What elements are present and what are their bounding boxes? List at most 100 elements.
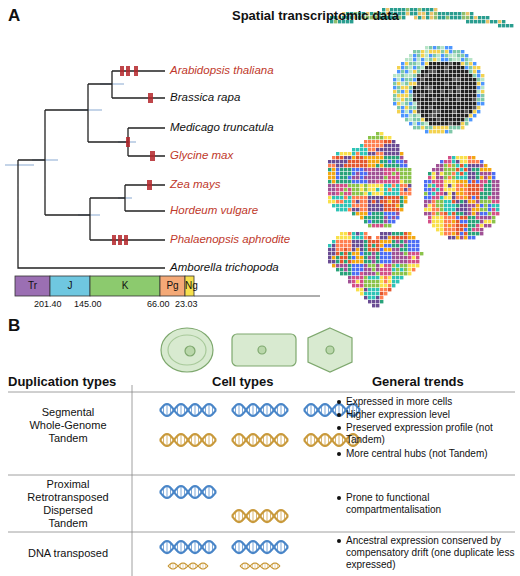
- tissue-spot: [408, 252, 411, 255]
- tissue-spot: [453, 110, 456, 113]
- tissue-spot: [436, 176, 439, 179]
- tissue-spot: [444, 196, 447, 199]
- tissue-spot: [364, 160, 367, 163]
- tissue-spot: [425, 94, 428, 97]
- tissue-spot: [396, 268, 399, 271]
- trend-bullet: Prone to functional compartmentalisation: [337, 492, 516, 516]
- tissue-spot: [340, 184, 343, 187]
- tissue-spot: [448, 224, 451, 227]
- tissue-spot: [484, 180, 487, 183]
- tissue-spot: [384, 224, 387, 227]
- tissue-spot: [441, 62, 444, 65]
- tissue-spot: [396, 176, 399, 179]
- tissue-spot: [452, 184, 455, 187]
- helix-rung: [209, 434, 210, 446]
- tissue-spot: [472, 176, 475, 179]
- tissue-spot: [441, 58, 444, 61]
- tissue-spot: [364, 172, 367, 175]
- tissue-spot: [409, 82, 412, 85]
- helix-strand: [232, 510, 288, 522]
- tissue-spot: [460, 212, 463, 215]
- tissue-spot: [457, 118, 460, 121]
- tissue-spot: [413, 74, 416, 77]
- tissue-spot: [360, 256, 363, 259]
- tissue-spot: [428, 204, 431, 207]
- tissue-spot: [432, 192, 435, 195]
- tissue-spot: [360, 244, 363, 247]
- helix-rung: [193, 563, 194, 569]
- tissue-spot: [421, 102, 424, 105]
- tissue-spot: [393, 86, 396, 89]
- tissue-spot: [464, 236, 467, 239]
- tissue-spot: [372, 152, 375, 155]
- tissue-spot: [433, 62, 436, 65]
- tissue-spot: [472, 200, 475, 203]
- tissue-spot: [460, 176, 463, 179]
- tissue-spot: [444, 216, 447, 219]
- tissue-spot: [360, 156, 363, 159]
- tissue-spot: [449, 118, 452, 121]
- tissue-spot: [461, 82, 464, 85]
- tissue-spot: [433, 50, 436, 53]
- tissue-spot: [464, 164, 467, 167]
- tissue-spot: [364, 204, 367, 207]
- tissue-spot: [448, 212, 451, 215]
- tissue-spot: [405, 62, 408, 65]
- tissue-spot: [340, 160, 343, 163]
- tissue-spot: [340, 180, 343, 183]
- tissue-spot: [445, 114, 448, 117]
- tissue-spot: [449, 94, 452, 97]
- tissue-spot: [446, 16, 449, 19]
- tissue-spot: [352, 192, 355, 195]
- tissue-spot: [469, 94, 472, 97]
- tissue-spot: [376, 208, 379, 211]
- tissue-spot: [344, 252, 347, 255]
- tissue-spot: [360, 204, 363, 207]
- tissue-spot: [388, 280, 391, 283]
- tissue-spot: [340, 240, 343, 243]
- tissue-spot: [380, 236, 383, 239]
- tissue-spot: [460, 188, 463, 191]
- tissue-spot: [492, 200, 495, 203]
- tissue-spot: [452, 236, 455, 239]
- tissue-spot: [372, 184, 375, 187]
- tissue-spot: [400, 240, 403, 243]
- tissue-spot: [388, 264, 391, 267]
- helix-strand: [232, 434, 288, 446]
- tissue-spot: [457, 66, 460, 69]
- tissue-spot: [457, 50, 460, 53]
- tissue-spot: [445, 110, 448, 113]
- tissue-spot: [368, 276, 371, 279]
- tissue-spot: [421, 106, 424, 109]
- tissue-spot: [421, 122, 424, 125]
- tissue-spot: [396, 144, 399, 147]
- tissue-spot: [452, 188, 455, 191]
- tissue-spot: [348, 176, 351, 179]
- tissue-spot: [453, 50, 456, 53]
- tissue-spot: [469, 70, 472, 73]
- tissue-spot: [340, 176, 343, 179]
- tissue-spot: [336, 156, 339, 159]
- tissue-spot: [457, 110, 460, 113]
- helix-rung: [239, 434, 240, 446]
- tissue-spot: [462, 12, 465, 15]
- tissue-spot: [464, 184, 467, 187]
- tissue-spot: [340, 156, 343, 159]
- tissue-spot: [360, 280, 363, 283]
- tissue-spot: [440, 172, 443, 175]
- tissue-spot: [469, 58, 472, 61]
- tissue-spot: [416, 244, 419, 247]
- tissue-spot: [412, 268, 415, 271]
- tissue-spot: [428, 180, 431, 183]
- tissue-spot: [417, 126, 420, 129]
- tissue-spot: [417, 74, 420, 77]
- tissue-spot: [352, 168, 355, 171]
- helix-rung: [267, 510, 268, 522]
- tissue-spot: [418, 16, 421, 19]
- tissue-spot: [421, 94, 424, 97]
- tissue-spot: [444, 224, 447, 227]
- tissue-spot: [484, 200, 487, 203]
- tissue-spot: [396, 184, 399, 187]
- tissue-spot: [461, 126, 464, 129]
- tissue-spot: [448, 176, 451, 179]
